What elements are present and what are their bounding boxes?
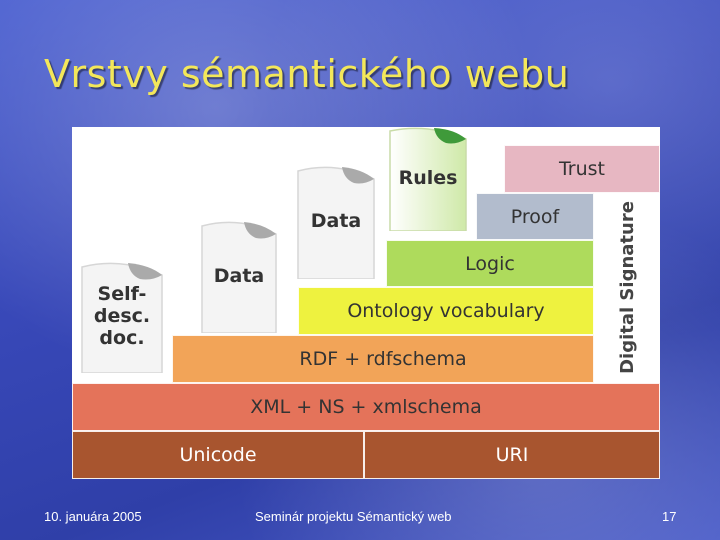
digital-signature-label: Digital Signature: [616, 200, 638, 374]
layer-xml-label: XML + NS + xmlschema: [250, 396, 482, 418]
document-rules-label: Rules: [398, 167, 458, 190]
layer-digital-signature: Digital Signature: [594, 193, 660, 381]
document-self-desc-label: Self-desc. doc.: [93, 283, 151, 349]
semantic-web-layer-diagram: Unicode URI XML + NS + xmlschema RDF + r…: [72, 127, 660, 479]
document-data-2-label: Data: [310, 210, 362, 233]
layer-uri: URI: [364, 431, 660, 479]
layer-proof: Proof: [476, 193, 594, 240]
layer-unicode: Unicode: [72, 431, 364, 479]
document-icon: [201, 221, 277, 333]
layer-proof-label: Proof: [510, 205, 560, 228]
layer-trust: Trust: [504, 145, 660, 193]
layer-unicode-label: Unicode: [179, 444, 257, 466]
layer-trust-label: Trust: [558, 158, 605, 180]
layer-logic: Logic: [386, 240, 594, 287]
footer-date: 10. januára 2005: [44, 509, 142, 524]
layer-ontology-vocabulary: Ontology vocabulary: [298, 287, 594, 335]
layer-rdf-label: RDF + rdfschema: [299, 348, 467, 370]
layer-uri-label: URI: [495, 444, 529, 466]
layer-xml: XML + NS + xmlschema: [72, 383, 660, 431]
footer-center-text: Seminár projektu Sémantický web: [255, 509, 452, 524]
document-data-2: Data: [296, 165, 376, 279]
slide-title: Vrstvy sémantického webu: [44, 52, 570, 96]
layer-logic-label: Logic: [465, 252, 515, 275]
document-data-1: Data: [200, 220, 278, 333]
document-rules: Rules: [388, 127, 468, 231]
document-self-desc-doc: Self-desc. doc.: [80, 261, 164, 373]
document-data-1-label: Data: [213, 264, 265, 287]
layer-rdf: RDF + rdfschema: [172, 335, 594, 383]
document-icon: [389, 127, 467, 231]
page-number: 17: [662, 509, 677, 524]
document-icon: [297, 166, 375, 279]
layer-ontology-label: Ontology vocabulary: [347, 300, 545, 322]
document-icon: [81, 262, 163, 373]
